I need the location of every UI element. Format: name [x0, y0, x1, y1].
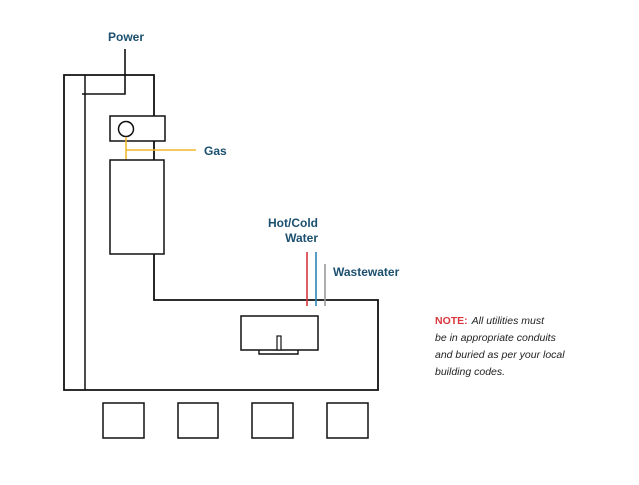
- bottom-box-1: [102, 402, 145, 439]
- hot-cold-water-label-line2: Water: [285, 231, 318, 245]
- meter-dial: [117, 120, 135, 138]
- bottom-box-3: [251, 402, 294, 439]
- sink-faucet: [276, 335, 282, 351]
- utilities-note: NOTE:All utilities must be in appropriat…: [435, 313, 615, 381]
- l-shaped-outline: [63, 74, 379, 391]
- note-text-3: and buried as per your local: [435, 349, 565, 361]
- power-line: [82, 49, 126, 95]
- note-text-1: All utilities must: [471, 315, 545, 327]
- note-text-2: be in appropriate conduits: [435, 332, 556, 344]
- sink-drain-base: [258, 350, 299, 355]
- gas-label: Gas: [204, 144, 227, 158]
- bottom-box-2: [177, 402, 219, 439]
- note-line-1: NOTE:All utilities must: [435, 313, 615, 330]
- hot-cold-water-label-line1: Hot/Cold: [268, 216, 318, 230]
- wastewater-label: Wastewater: [333, 265, 400, 279]
- note-text-4: building codes.: [435, 366, 506, 378]
- bottom-box-4: [326, 402, 369, 439]
- tall-unit: [109, 159, 165, 255]
- note-label: NOTE:: [435, 315, 468, 327]
- power-label: Power: [108, 30, 144, 44]
